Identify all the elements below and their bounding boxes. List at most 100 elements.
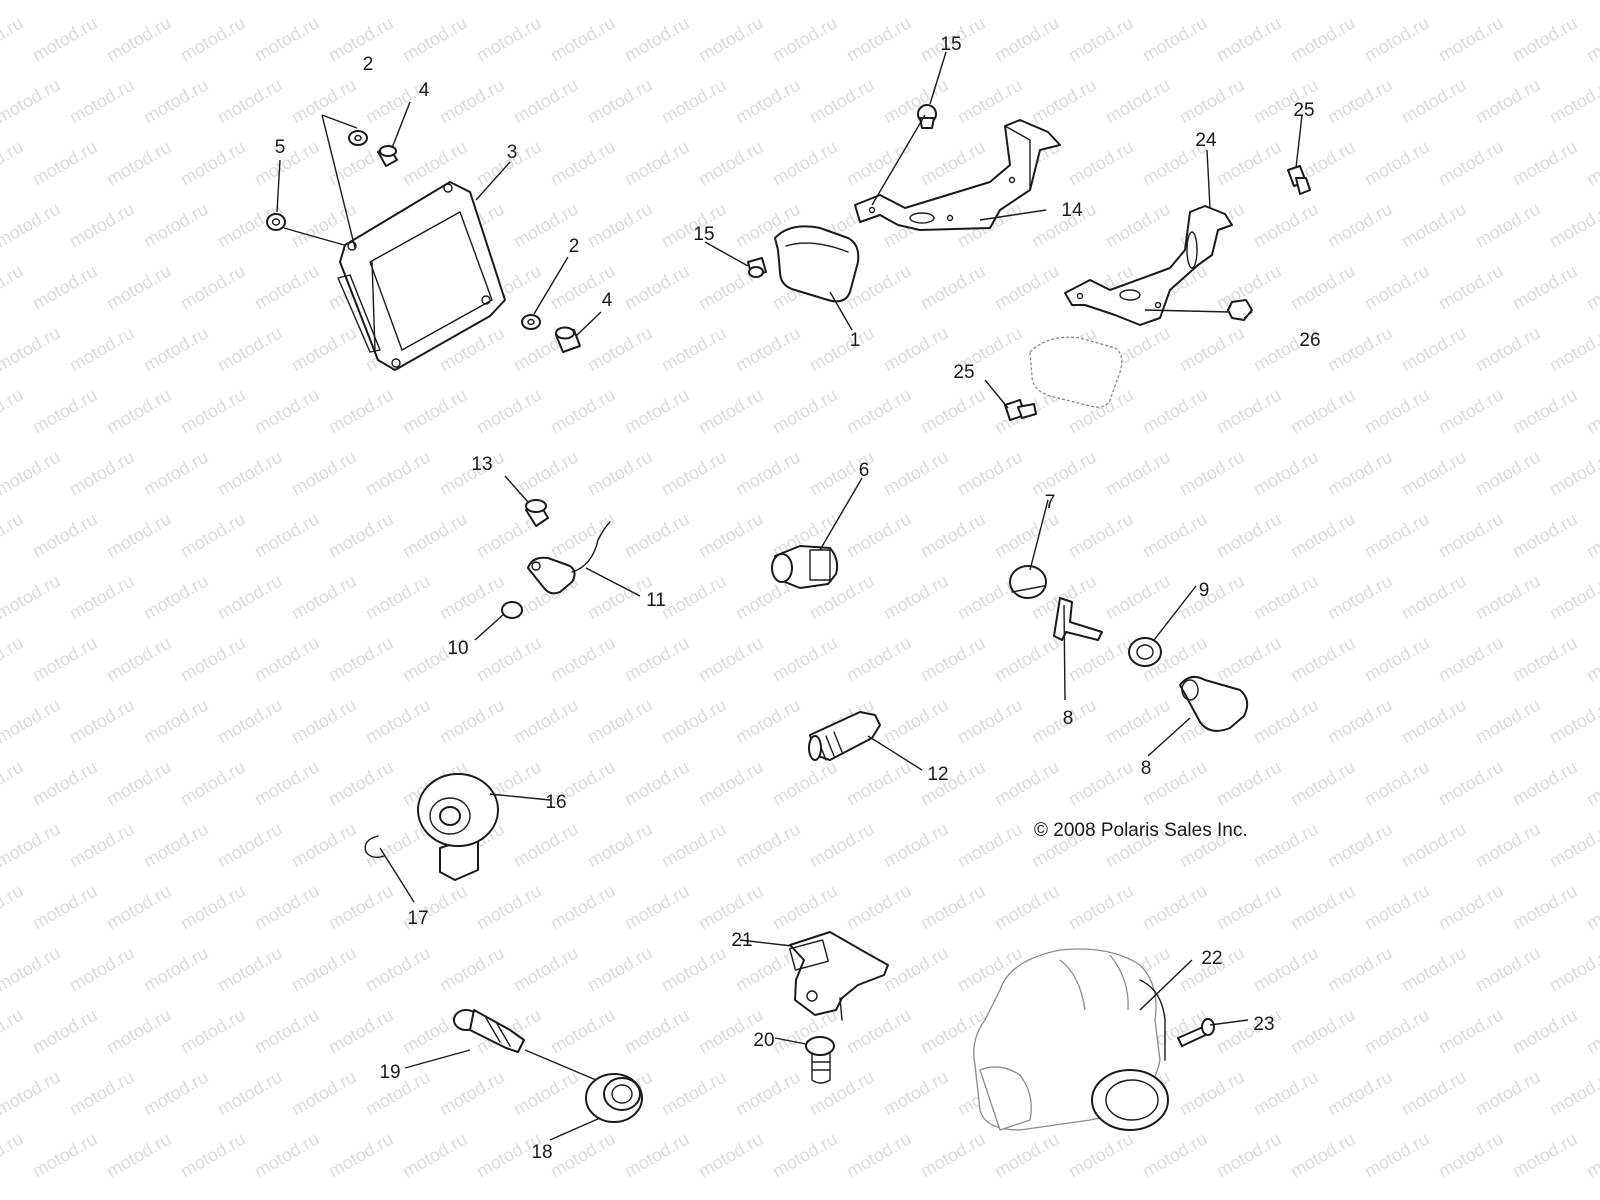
part-ecu-3 [337,181,506,371]
watermark-text: motod.ru [1398,819,1470,872]
watermark-text: motod.ru [547,881,619,934]
part-grommet-5 [266,213,286,231]
part-bolt-25a [1287,165,1311,195]
part-washer-2a [348,130,368,146]
watermark-text: motod.ru [510,943,582,996]
watermark-text: motod.ru [621,137,693,190]
callout-23: 23 [1253,1014,1274,1035]
watermark-text: motod.ru [0,199,64,252]
watermark-text: motod.ru [1287,13,1359,66]
watermark-text: motod.ru [547,633,619,686]
watermark-text: motod.ru [510,1067,582,1120]
callout-26: 26 [1299,330,1320,351]
watermark-text: motod.ru [362,571,434,624]
watermark-text: motod.ru [1287,1129,1359,1182]
watermark-text: motod.ru [1065,757,1137,810]
watermark-text: motod.ru [103,1129,175,1182]
watermark-text: motod.ru [251,509,323,562]
watermark-text: motod.ru [732,75,804,128]
watermark-text: motod.ru [1472,695,1544,748]
watermark-text: motod.ru [769,881,841,934]
watermark-text: motod.ru [1361,1005,1433,1058]
callout-2a: 2 [363,54,374,75]
watermark-text: motod.ru [1472,447,1544,500]
watermark-text: motod.ru [1102,695,1174,748]
part-throttle-body-22 [973,948,1169,1131]
watermark-text: motod.ru [1398,447,1470,500]
watermark-text: motod.ru [140,943,212,996]
watermark-text: motod.ru [1472,819,1544,872]
watermark-text: motod.ru [1250,199,1322,252]
callout-6: 6 [859,460,870,481]
callout-25a: 25 [1293,100,1314,121]
watermark-text: motod.ru [1287,881,1359,934]
watermark-text: motod.ru [1361,137,1433,190]
watermark-text: motod.ru [103,137,175,190]
part-temp-sensor-12 [808,711,881,761]
watermark-text: motod.ru [1065,137,1137,190]
watermark-text: motod.ru [991,633,1063,686]
watermark-text: motod.ru [917,261,989,314]
watermark-text: motod.ru [880,695,952,748]
watermark-text: motod.ru [1546,819,1600,872]
watermark-text: motod.ru [732,819,804,872]
watermark-text: motod.ru [991,881,1063,934]
watermark-text: motod.ru [251,385,323,438]
watermark-text: motod.ru [473,13,545,66]
watermark-text: motod.ru [769,757,841,810]
watermark-text: motod.ru [1509,633,1581,686]
part-bolt-4b [555,326,581,353]
watermark-text: motod.ru [769,385,841,438]
watermark-text: motod.ru [29,261,101,314]
watermark-text: motod.ru [251,1129,323,1182]
watermark-text: motod.ru [991,13,1063,66]
watermark-text: motod.ru [584,943,656,996]
watermark-text: motod.ru [0,633,27,686]
watermark-text: motod.ru [1583,509,1600,562]
watermark-text: motod.ru [1065,881,1137,934]
watermark-text: motod.ru [214,943,286,996]
watermark-text: motod.ru [0,1129,27,1182]
watermark-text: motod.ru [1213,633,1285,686]
watermark-text: motod.ru [1213,757,1285,810]
callout-8a: 8 [1063,708,1074,729]
watermark-text: motod.ru [621,633,693,686]
watermark-text: motod.ru [1213,137,1285,190]
watermark-text: motod.ru [0,0,64,3]
watermark-text: motod.ru [769,137,841,190]
watermark-text: motod.ru [177,757,249,810]
watermark-text: motod.ru [1583,881,1600,934]
watermark-text: motod.ru [140,695,212,748]
watermark-text: motod.ru [1583,385,1600,438]
watermark-text: motod.ru [1509,13,1581,66]
watermark-text: motod.ru [695,385,767,438]
watermark-text: motod.ru [1324,819,1396,872]
watermark-text: motod.ru [917,1129,989,1182]
watermark-text: motod.ru [251,881,323,934]
watermark-text: motod.ru [843,881,915,934]
watermark-text: motod.ru [621,13,693,66]
watermark-text: motod.ru [29,137,101,190]
watermark-text: motod.ru [806,0,878,3]
watermark-text: motod.ru [1472,199,1544,252]
watermark-text: motod.ru [29,1005,101,1058]
watermark-text: motod.ru [1546,1067,1600,1120]
watermark-text: motod.ru [103,1005,175,1058]
watermark-text: motod.ru [584,695,656,748]
callout-22: 22 [1201,948,1222,969]
watermark-text: motod.ru [769,633,841,686]
watermark-text: motod.ru [1250,695,1322,748]
watermark-text: motod.ru [658,943,730,996]
watermark-text: motod.ru [621,1005,693,1058]
watermark-text: motod.ru [880,819,952,872]
callout-1: 1 [850,330,861,351]
watermark-text: motod.ru [954,0,1026,3]
watermark-text: motod.ru [1250,571,1322,624]
watermark-text: motod.ru [1398,943,1470,996]
watermark-text: motod.ru [510,447,582,500]
watermark-text: motod.ru [695,881,767,934]
callout-19: 19 [379,1062,400,1083]
watermark-text: motod.ru [1102,75,1174,128]
watermark-text: motod.ru [584,571,656,624]
watermark-text: motod.ru [843,509,915,562]
